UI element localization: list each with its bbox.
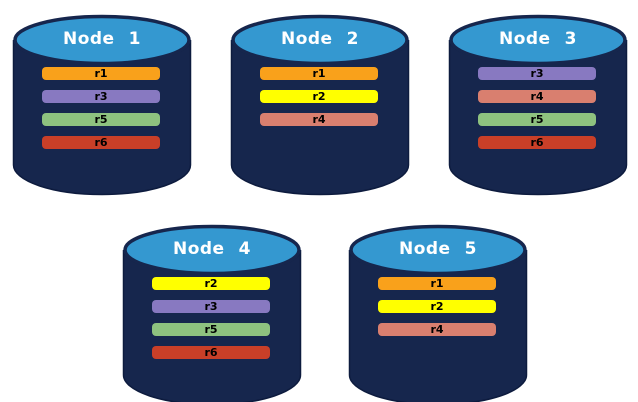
node-title: Node 5 bbox=[398, 239, 477, 259]
node-title: Node 4 bbox=[172, 239, 251, 259]
replica-bar-r3: r3 bbox=[478, 67, 596, 80]
replica-list: r1 r2 r4 bbox=[260, 67, 378, 136]
replica-list: r1 r3 r5 r6 bbox=[42, 67, 160, 159]
replica-bar-r2: r2 bbox=[260, 90, 378, 103]
replica-bar-r1: r1 bbox=[42, 67, 160, 80]
node-title: Node 3 bbox=[498, 29, 577, 49]
replica-bar-r4: r4 bbox=[260, 113, 378, 126]
replica-bar-r1: r1 bbox=[378, 277, 496, 290]
database-node: Node 2 r1 r2 r4 bbox=[230, 8, 410, 198]
replica-bar-r3: r3 bbox=[42, 90, 160, 103]
replica-bar-r5: r5 bbox=[42, 113, 160, 126]
replica-bar-r2: r2 bbox=[152, 277, 270, 290]
replica-list: r2 r3 r5 r6 bbox=[152, 277, 270, 369]
node-title: Node 1 bbox=[62, 29, 141, 49]
replica-bar-r2: r2 bbox=[378, 300, 496, 313]
database-node: Node 3 r3 r4 r5 r6 bbox=[448, 8, 628, 198]
replica-bar-r4: r4 bbox=[478, 90, 596, 103]
replica-list: r1 r2 r4 bbox=[378, 277, 496, 346]
replica-bar-r1: r1 bbox=[260, 67, 378, 80]
replica-bar-r5: r5 bbox=[478, 113, 596, 126]
database-node: Node 4 r2 r3 r5 r6 bbox=[122, 218, 302, 402]
node-title: Node 2 bbox=[280, 29, 359, 49]
replica-bar-r6: r6 bbox=[152, 346, 270, 359]
replica-list: r3 r4 r5 r6 bbox=[478, 67, 596, 159]
replica-bar-r5: r5 bbox=[152, 323, 270, 336]
database-node: Node 1 r1 r3 r5 r6 bbox=[12, 8, 192, 198]
replica-bar-r6: r6 bbox=[478, 136, 596, 149]
replica-bar-r4: r4 bbox=[378, 323, 496, 336]
replica-bar-r6: r6 bbox=[42, 136, 160, 149]
replica-bar-r3: r3 bbox=[152, 300, 270, 313]
database-node: Node 5 r1 r2 r4 bbox=[348, 218, 528, 402]
